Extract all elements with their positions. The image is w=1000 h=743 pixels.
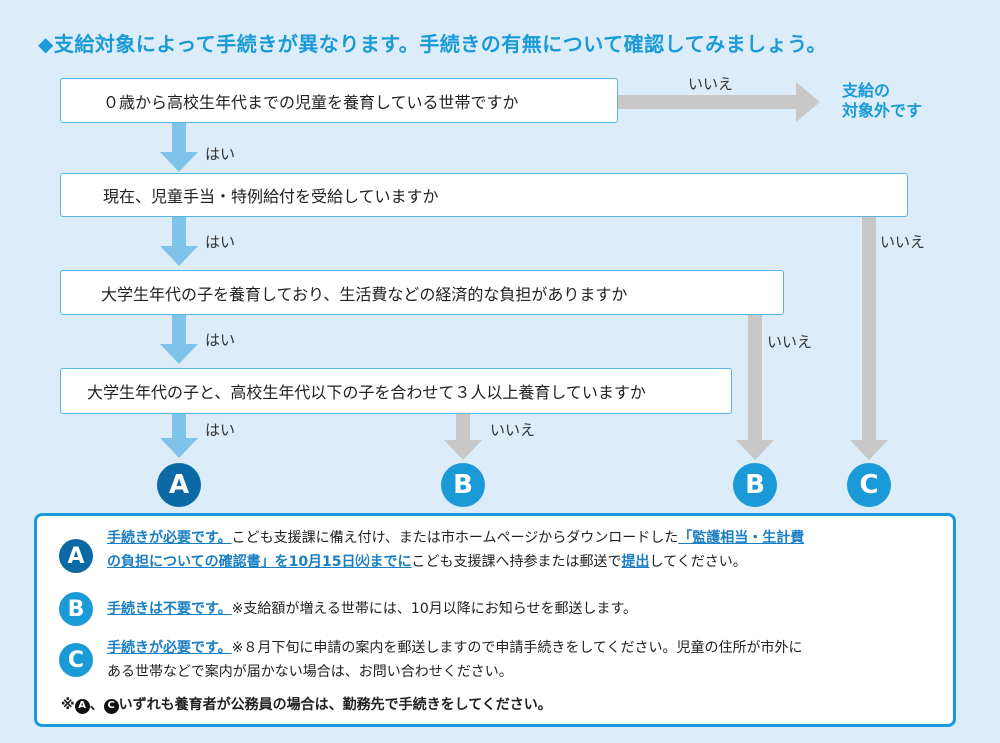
no-arrow-4-shaft [456,414,470,444]
yes-arrow-3-shaft [172,315,186,347]
question-2: 現在、児童手当・特例給付を受給していますか [60,173,908,217]
no-label-1: いいえ [688,75,734,93]
yes-arrow-1-head [160,152,198,172]
note-c-badge: C [103,698,119,714]
explanation-c-line-2: ある世帯などで案内が届かない場合は、お問い合わせください。 [107,664,513,680]
c-text-1: ※８月下旬に申請の案内を郵送しますので申請手続きをしてください。児童の住所が市外… [231,640,803,656]
no-arrow-2-head [850,440,888,460]
explanation-panel: A 手続きが必要です。こども支援課に備え付け、または市ホームページからダウンロー… [34,513,956,727]
explanation-b: 手続きは不要です。※支給額が増える世帯には、10月以降にお知らせを郵送します。 [107,597,637,621]
explanation-c: 手続きが必要です。※８月下旬に申請の案内を郵送しますので申請手続きをしてください… [107,636,803,684]
panel-c-badge: C [59,643,93,677]
c-required-link[interactable]: 手続きが必要です。 [107,640,232,656]
no-arrow-1-shaft [618,95,800,109]
out-of-scope-label: 支給の 対象外です [842,81,922,121]
result-a-circle: A [157,463,201,507]
explanation-a-line-2: の負担についての確認書」を10月15日㈫までにこども支援課へ持参または郵送で提出… [107,550,804,574]
yes-arrow-3-head [160,344,198,364]
a-text-1: こども支援課に備え付け、または市ホームページからダウンロードした [231,530,679,546]
explanation-a: 手続きが必要です。こども支援課に備え付け、または市ホームページからダウンロードし… [107,526,804,574]
panel-a-badge: A [59,539,93,573]
panel-b-badge: B [59,592,93,626]
no-label-2: いいえ [880,233,926,251]
no-label-3: いいえ [767,333,813,351]
note-sep: 、 [89,697,104,713]
result-c-circle: C [847,463,891,507]
yes-arrow-4-head [160,438,198,458]
result-b-circle: B [441,463,485,507]
no-arrow-4-head [444,440,482,460]
no-arrow-3-head [736,440,774,460]
a-document-link-1[interactable]: 「監護相当・生計費 [678,530,805,546]
no-label-4: いいえ [490,421,536,439]
question-1: ０歳から高校生年代までの児童を養育している世帯ですか [60,78,618,123]
note-prefix: ※ [61,697,75,713]
a-text-3: してください。 [649,554,747,570]
explanation-c-line-1: 手続きが必要です。※８月下旬に申請の案内を郵送しますので申請手続きをしてください… [107,636,803,660]
note-text: いずれも養育者が公務員の場合は、勤務先で手続きをしてください。 [118,697,552,713]
yes-label-3: はい [205,331,236,349]
page-title: ◆支給対象によって手続きが異なります。手続きの有無について確認してみましょう。 [38,32,827,56]
a-document-link-2[interactable]: の負担についての確認書」を10月15日㈫までに [107,554,412,570]
yes-arrow-2-shaft [172,217,186,250]
question-3: 大学生年代の子を養育しており、生活費などの経済的な負担がありますか [60,270,784,315]
a-text-2: こども支援課へ持参または郵送で [411,554,622,570]
explanation-a-line-1: 手続きが必要です。こども支援課に備え付け、または市ホームページからダウンロードし… [107,526,804,550]
yes-label-4: はい [205,421,236,439]
yes-label-2: はい [205,233,236,251]
no-arrow-2-shaft [862,217,876,444]
result-b-circle-2: B [733,463,777,507]
out-of-scope-line-1: 支給の [842,81,891,100]
yes-arrow-2-head [160,246,198,266]
note-a-badge: A [74,698,90,714]
b-not-required-link[interactable]: 手続きは不要です。 [107,601,232,617]
out-of-scope-line-2: 対象外です [842,101,923,120]
question-4: 大学生年代の子と、高校生年代以下の子を合わせて３人以上養育していますか [60,368,732,414]
a-submit-link[interactable]: 提出 [621,554,650,570]
yes-label-1: はい [205,145,236,163]
no-arrow-3-shaft [748,315,762,444]
b-text: ※支給額が増える世帯には、10月以降にお知らせを郵送します。 [231,601,638,617]
yes-arrow-1-shaft [172,123,186,156]
yes-arrow-4-shaft [172,414,186,442]
no-arrow-1-head [796,82,820,122]
a-required-link[interactable]: 手続きが必要です。 [107,530,232,546]
